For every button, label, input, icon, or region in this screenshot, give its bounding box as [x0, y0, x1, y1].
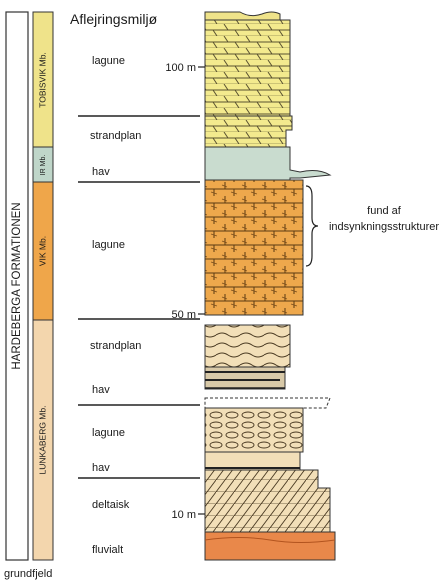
annotation-line-2: indsynkningsstrukturer	[329, 221, 439, 233]
env-label-4: lagune	[92, 239, 125, 251]
layer-vik	[205, 180, 303, 315]
diagram-title: Aflejringsmiljø	[70, 11, 158, 27]
layer-pebble	[205, 398, 330, 408]
env-label-1: lagune	[92, 55, 125, 67]
scale-labels: 100 m 50 m 10 m	[165, 62, 196, 521]
env-label-2: strandplan	[90, 130, 141, 142]
scale-label-10m: 10 m	[172, 509, 196, 521]
scale-label-100m: 100 m	[165, 62, 196, 74]
scale-ticks	[198, 67, 205, 514]
layer-hav-dark	[205, 367, 285, 389]
column-top-cap	[205, 12, 280, 20]
env-label-9: deltaisk	[92, 499, 130, 511]
annotation: fund af indsynkningsstrukturer	[329, 205, 439, 233]
layer-lagune-lower	[205, 408, 303, 452]
member-label-tobisvik: TOBISVIK Mb.	[37, 52, 47, 108]
layer-tobisvik-lower	[205, 116, 292, 147]
layer-strandplan-lower	[205, 325, 290, 367]
env-label-10: fluvialt	[92, 544, 123, 556]
layer-fluvialt	[205, 532, 335, 560]
member-label-vik: VIK Mb.	[37, 236, 47, 266]
annotation-bracket	[306, 186, 318, 266]
env-label-8: hav	[92, 462, 110, 474]
member-label-lunkaberg: LUNKABERG Mb.	[37, 406, 47, 475]
env-label-6: hav	[92, 384, 110, 396]
layer-deltaisk	[205, 470, 330, 532]
annotation-line-1: fund af	[367, 205, 402, 217]
formation-label: HARDEBERGA FORMATIONEN	[11, 202, 23, 369]
environment-labels: lagune strandplan hav lagune strandplan …	[90, 55, 141, 556]
layer-tobisvik-upper	[205, 20, 290, 116]
layer-ir	[205, 147, 330, 180]
env-label-5: strandplan	[90, 340, 141, 352]
member-label-ir: IR Mb.	[40, 155, 47, 176]
basement-label: grundfjeld	[4, 568, 52, 580]
env-label-3: hav	[92, 166, 110, 178]
scale-label-50m: 50 m	[172, 309, 196, 321]
lithology-column	[205, 12, 335, 560]
env-label-7: lagune	[92, 427, 125, 439]
